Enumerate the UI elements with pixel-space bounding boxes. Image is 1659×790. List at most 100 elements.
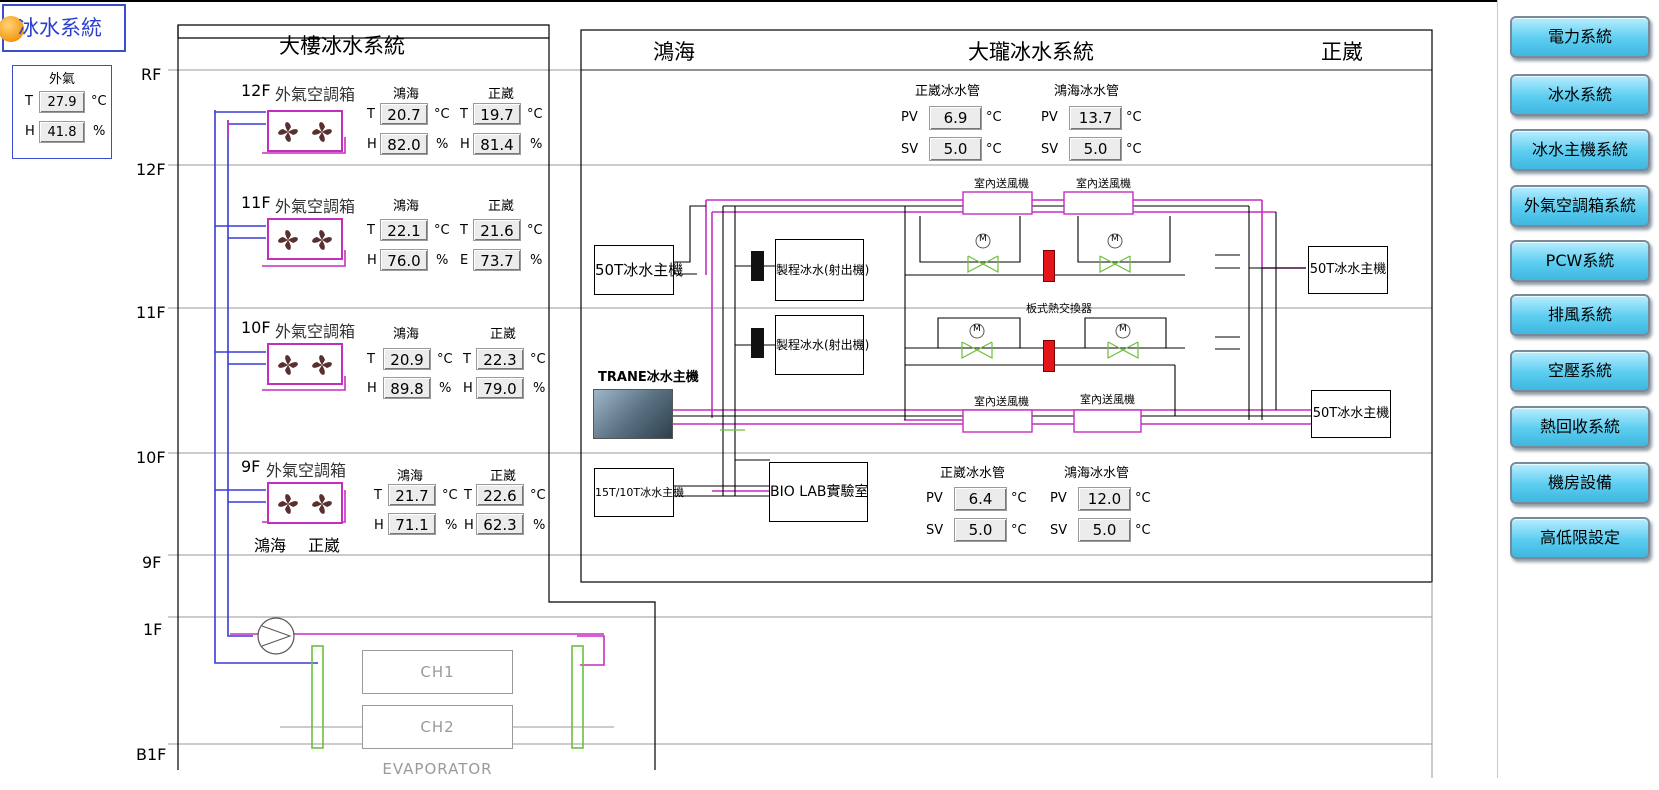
pv-unit: °C [1126,110,1142,125]
dalong-right-label: 正崴 [1321,40,1363,64]
fan-icon [275,227,301,253]
dalong-system-title: 大瓏冰水系統 [968,40,1094,64]
sv-unit: °C [1011,523,1027,538]
ahu-h2-value: 62.3 [476,513,524,535]
motor-valve-icon[interactable]: M [973,324,981,334]
pipe-name: 正崴冰水管 [915,84,981,99]
ahu-name: 外氣空調箱 [266,461,347,480]
ahu-col1-label: 鴻海 [397,469,424,484]
pv-value: 6.9 [929,106,982,130]
outdoor-t-label: T [25,94,33,109]
ahu-t2-value: 21.6 [473,219,521,241]
ahu-t2-unit: °C [530,488,546,503]
ahu-h2-label: H [463,381,473,396]
motor-valve-icon[interactable]: M [979,234,987,244]
ahu-h1-unit: % [436,137,449,152]
outdoor-h-unit: % [93,124,106,139]
process-cooling-1[interactable]: 製程冰水(射出機) [775,239,869,301]
process-cooling-2[interactable]: 製程冰水(射出機) [775,315,869,375]
heat-exchanger-icon [1043,250,1055,282]
chiller-50t-right-1[interactable]: 50T冰水主機 [1308,246,1388,294]
sv-value: 5.0 [1078,518,1131,542]
page-title: 冰水系統 [0,4,126,52]
ahu-t1-label: T [374,488,382,503]
ahu-h2-value: 73.7 [473,249,521,271]
heat-exchanger-icon [1043,340,1055,372]
ahu-h1-unit: % [439,381,452,396]
indoor-fan-label-1: 室內送風機 [974,177,1029,190]
nav-button-ahu[interactable]: 外氣空調箱系統 [1510,185,1650,227]
nav-button-pcw[interactable]: PCW系統 [1510,240,1650,282]
ahu-col2-label: 正崴 [490,469,517,484]
ahu-col1-label: 鴻海 [393,327,420,342]
evaporator-ch1: CH1 EVAPORATOR [362,650,513,723]
fan-icon [275,119,301,145]
ahu-h2-unit: % [533,518,546,533]
ahu-floor-label: 9F [241,457,261,476]
sv-label: SV [901,142,919,157]
chiller-15t[interactable]: 15T/10T冰水主機 [594,468,684,517]
nav-button-heat-recovery[interactable]: 熱回收系統 [1510,406,1650,448]
trane-chiller-image[interactable] [593,389,673,439]
status-indicator-icon [0,16,24,42]
pipe-name: 鴻海冰水管 [1064,466,1130,481]
sv-label: SV [1041,142,1059,157]
sv-value: 5.0 [954,518,1007,542]
nav-button-exhaust[interactable]: 排風系統 [1510,294,1650,336]
indoor-fan-label-3: 室內送風機 [974,395,1029,408]
ahu-h2-unit: % [530,253,543,268]
outdoor-t-unit: °C [91,94,107,109]
fan-icon [275,352,301,378]
ahu-floor-label: 12F [241,81,271,100]
nav-button-compressed-air[interactable]: 空壓系統 [1510,350,1650,392]
nav-button-chiller[interactable]: 冰水主機系統 [1510,129,1650,171]
motor-valve-icon[interactable]: M [1119,324,1127,334]
dalong-left-label: 鴻海 [653,40,695,64]
biolab-room[interactable]: BIO LAB實驗室 [769,462,869,522]
ahu-t2-label: T [460,107,468,122]
nav-button-limit-settings[interactable]: 高低限設定 [1510,517,1650,559]
ahu-fan-unit [267,482,343,524]
sv-label: SV [1050,523,1068,538]
ahu-t2-unit: °C [527,223,543,238]
floor-label-11f: 11F [136,303,166,322]
floor-label-12f: 12F [136,160,166,179]
indoor-fan-label-2: 室內送風機 [1076,177,1131,190]
chiller-50t-left[interactable]: 50T冰水主機 [594,245,683,295]
evaporator-ch2: CH2 EVAPORATOR [362,705,513,778]
ahu-fan-unit [267,218,343,260]
ahu-fan-unit [267,110,343,152]
ahu-t1-unit: °C [442,488,458,503]
sv-unit: °C [1126,142,1142,157]
ahu-col2-label: 正崴 [488,199,515,214]
ahu-t2-label: T [463,352,471,367]
outdoor-temp-value: 27.9 [39,91,85,113]
ahu-col1-label: 鴻海 [393,87,420,102]
fan-icon [309,491,335,517]
chiller-50t-right-2[interactable]: 50T冰水主機 [1311,390,1391,438]
ahu-h2-unit: % [533,381,546,396]
ahu-h2-value: 81.4 [473,133,521,155]
ahu-t2-value: 22.6 [476,484,524,506]
pv-value: 13.7 [1069,106,1122,130]
ahu-h2-unit: % [530,137,543,152]
outdoor-h-label: H [25,124,35,139]
motor-valve-icon[interactable]: M [1111,234,1119,244]
nav-button-machine-room[interactable]: 機房設備 [1510,462,1650,504]
ahu-floor-label: 11F [241,193,271,212]
floor-label-b1f: B1F [136,745,167,764]
ahu-fan-unit [267,343,343,385]
ahu-t1-unit: °C [434,107,450,122]
sv-unit: °C [986,142,1002,157]
pipe-name: 正崴冰水管 [940,466,1006,481]
ahu-h1-unit: % [445,518,458,533]
ahu-t1-value: 21.7 [388,484,436,506]
ahu-h1-label: H [367,137,377,152]
nav-button-chilled-water[interactable]: 冰水系統 [1510,74,1650,116]
fan-caption-1: 鴻海 [254,536,287,555]
nav-button-power[interactable]: 電力系統 [1510,16,1650,58]
ahu-h1-unit: % [436,253,449,268]
ahu-col1-label: 鴻海 [393,199,420,214]
ahu-h1-value: 89.8 [383,377,431,399]
page-title-text: 冰水系統 [18,16,102,40]
